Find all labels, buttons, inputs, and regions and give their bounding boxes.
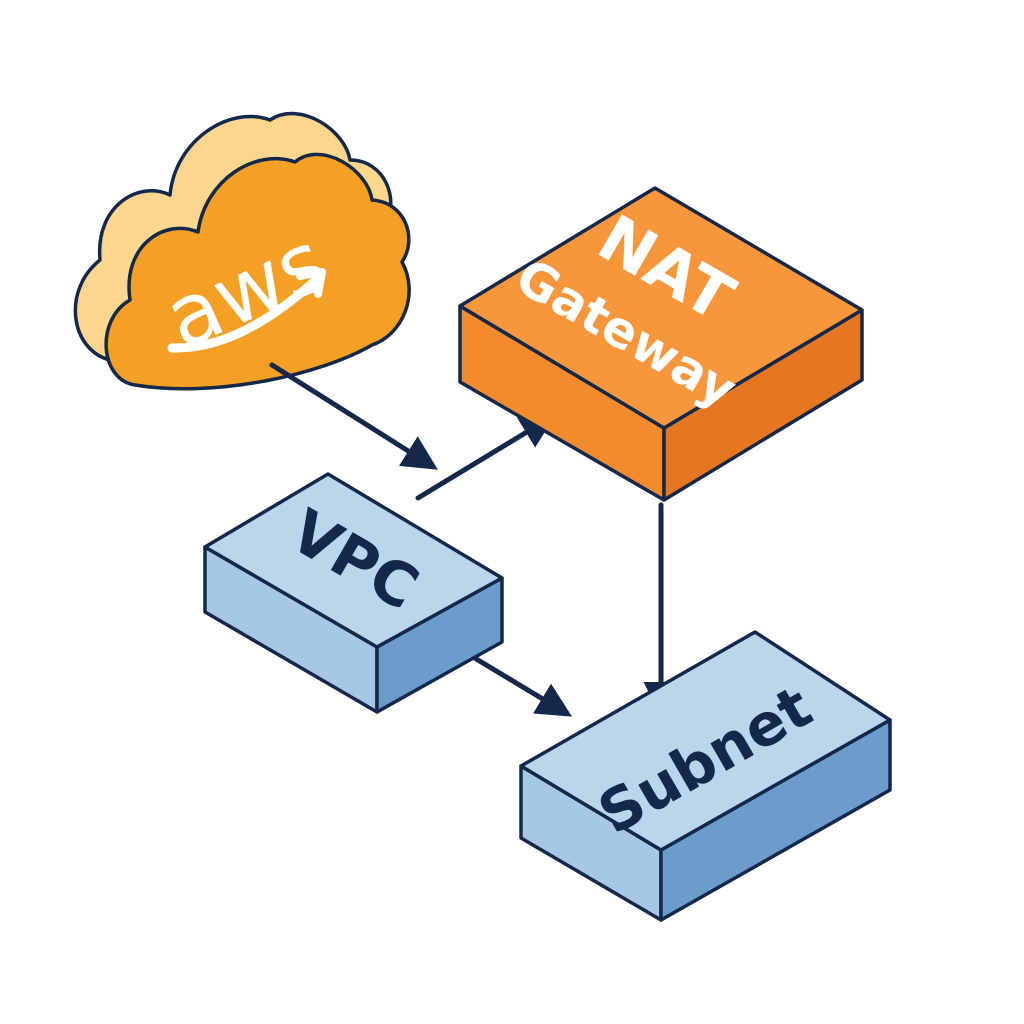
aws-smile-arrow-icon [296,268,326,298]
edge-aws-to-nat [269,362,438,470]
subnet-top-face [519,630,892,852]
nat-gateway-node: NAT Gateway [458,186,864,502]
vpc-node: VPC [203,472,504,714]
nat-gateway-top-face [458,186,864,430]
aws-cloud-node: aws [73,111,411,391]
edges [269,362,679,717]
aws-smile-icon [167,273,323,353]
vpc-top-face [203,472,504,649]
edge-vpc-to-nat [415,414,556,501]
edge-vpc-to-subnet [455,645,572,717]
aws-cloud-shape [104,152,411,391]
subnet-node: Subnet [519,630,892,922]
